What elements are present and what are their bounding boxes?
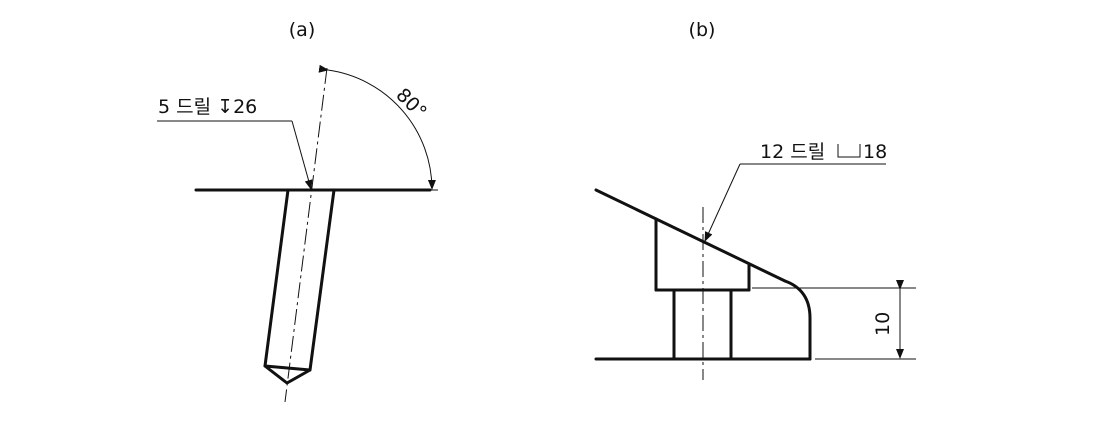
view-a-angle-arc xyxy=(318,64,436,190)
view-b: (b) 12 드릴 18 10 xyxy=(594,19,916,380)
view-a-hole-left-edge xyxy=(263,188,290,368)
view-b-callout-text: 12 드릴 xyxy=(760,141,825,163)
view-b-spotface-symbol xyxy=(837,144,861,158)
view-a-callout: 5 드릴 ↧26 xyxy=(158,96,257,118)
view-b-leader xyxy=(704,163,741,242)
view-b-callout: 12 드릴 xyxy=(760,141,825,163)
view-a-angle-value: 80° xyxy=(391,84,430,123)
view-a: (a) 80° 5 드릴 ↧26 xyxy=(157,19,438,403)
view-b-label: (b) xyxy=(689,19,716,41)
view-b-sloped-surface xyxy=(594,188,787,283)
view-a-drill-point xyxy=(263,364,312,385)
view-a-leader xyxy=(291,120,313,190)
view-a-depth-symbol: ↧ xyxy=(217,96,233,118)
view-b-spotface-depth: 18 xyxy=(863,141,887,163)
view-a-label: (a) xyxy=(289,19,315,41)
view-a-depth-value: 26 xyxy=(233,96,257,118)
view-b-dimension-value: 10 xyxy=(872,312,894,336)
view-a-hole-right-edge xyxy=(308,188,336,372)
view-a-hole-centerline xyxy=(284,67,328,403)
view-a-callout-text: 5 드릴 xyxy=(158,96,217,118)
view-b-rounded-corner xyxy=(783,279,812,361)
